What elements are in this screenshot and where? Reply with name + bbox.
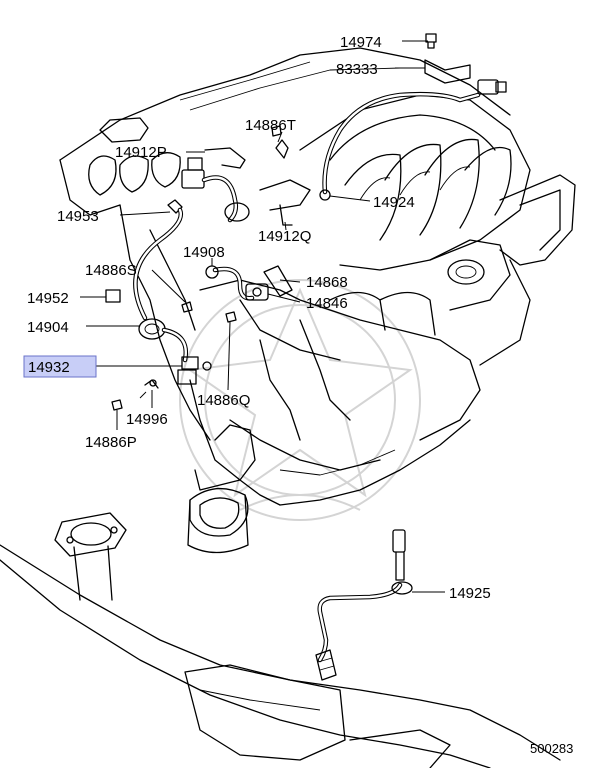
callout-14886p[interactable]: 14886P <box>85 434 137 451</box>
callout-83333[interactable]: 83333 <box>336 61 378 78</box>
callout-14904[interactable]: 14904 <box>27 319 69 336</box>
highlight-box <box>23 355 97 378</box>
callout-14996[interactable]: 14996 <box>126 411 168 428</box>
rear-o2-sensor <box>315 529 413 681</box>
callout-14886t[interactable]: 14886T <box>245 117 296 134</box>
callout-14932[interactable]: 14932 <box>28 359 70 376</box>
callout-14908[interactable]: 14908 <box>183 244 225 261</box>
callout-14952[interactable]: 14952 <box>27 290 69 307</box>
callout-14886s[interactable]: 14886S <box>85 262 137 279</box>
callout-14912q[interactable]: 14912Q <box>258 228 311 245</box>
callout-14868[interactable]: 14868 <box>306 274 348 291</box>
engine-block <box>59 47 576 554</box>
callout-14846[interactable]: 14846 <box>306 295 348 312</box>
callout-14912p[interactable]: 14912P <box>115 144 167 161</box>
callout-14974[interactable]: 14974 <box>340 34 382 51</box>
callout-14925[interactable]: 14925 <box>449 585 491 602</box>
leader-lines <box>80 40 445 593</box>
wiring-harness <box>105 33 507 411</box>
callout-14886q[interactable]: 14886Q <box>197 392 250 409</box>
callout-labels: 14974 83333 14886T 14912P 14924 14953 14… <box>27 34 573 756</box>
callout-14924[interactable]: 14924 <box>373 194 415 211</box>
watermark-emblem <box>179 279 421 521</box>
callout-14953[interactable]: 14953 <box>57 208 99 225</box>
exhaust-pipe <box>0 512 561 768</box>
reference-number: 500283 <box>530 741 573 756</box>
